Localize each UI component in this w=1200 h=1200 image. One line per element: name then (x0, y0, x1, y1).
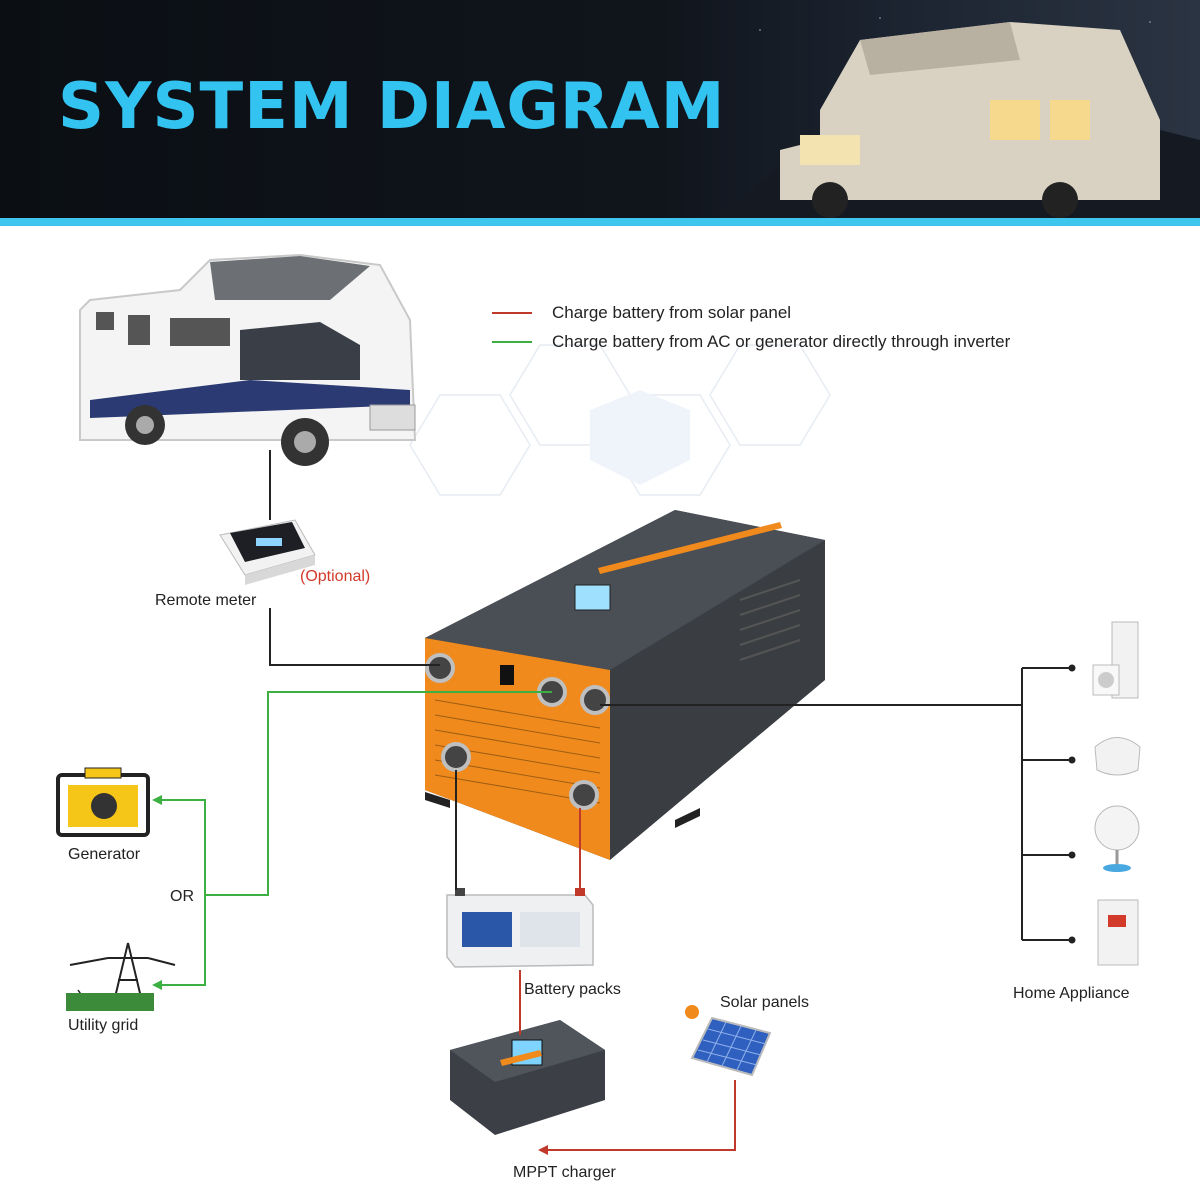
hexagon-highlight (590, 390, 690, 485)
appliance-rice-cooker-icon (1094, 737, 1141, 776)
sun-icon (685, 1005, 699, 1019)
appliance-connectors (1068, 664, 1076, 944)
remote-meter-icon (219, 519, 316, 585)
legend-item-ac: Charge battery from AC or generator dire… (552, 332, 1011, 351)
generator-label: Generator (68, 846, 141, 863)
header-banner: SYSTEM DIAGRAM (0, 0, 1200, 218)
appliance-water-heater-icon (1097, 899, 1139, 966)
optional-label: (Optional) (300, 568, 371, 585)
rv-icon (79, 253, 417, 466)
solar-panels-label: Solar panels (720, 994, 809, 1011)
mppt-charger-icon (450, 1020, 605, 1135)
banner-camper-icon (780, 22, 1160, 218)
utility-grid-label: Utility grid (68, 1017, 139, 1034)
red-arrow (538, 1145, 548, 1155)
red-wires (519, 808, 736, 1151)
legend-item-solar: Charge battery from solar panel (552, 303, 792, 322)
inverter-icon (425, 510, 825, 860)
page-title: SYSTEM DIAGRAM (58, 70, 726, 144)
black-wires (269, 450, 1072, 941)
green-wires (158, 691, 552, 986)
banner-scene (720, 17, 1200, 218)
banner-stripe (0, 218, 1200, 226)
battery-icon (446, 888, 594, 968)
mppt-charger-label: MPPT charger (513, 1164, 616, 1181)
home-appliance-label: Home Appliance (1013, 985, 1130, 1002)
appliance-fan-icon (1094, 805, 1140, 872)
solar-panel-icon (690, 1016, 772, 1077)
remote-meter-label: Remote meter (155, 592, 257, 609)
or-label: OR (170, 888, 194, 905)
appliance-washer-icon (1092, 621, 1139, 699)
green-arrows (152, 795, 162, 990)
generator-icon (56, 767, 150, 837)
battery-packs-label: Battery packs (524, 981, 621, 998)
grass-icon (66, 993, 154, 1011)
